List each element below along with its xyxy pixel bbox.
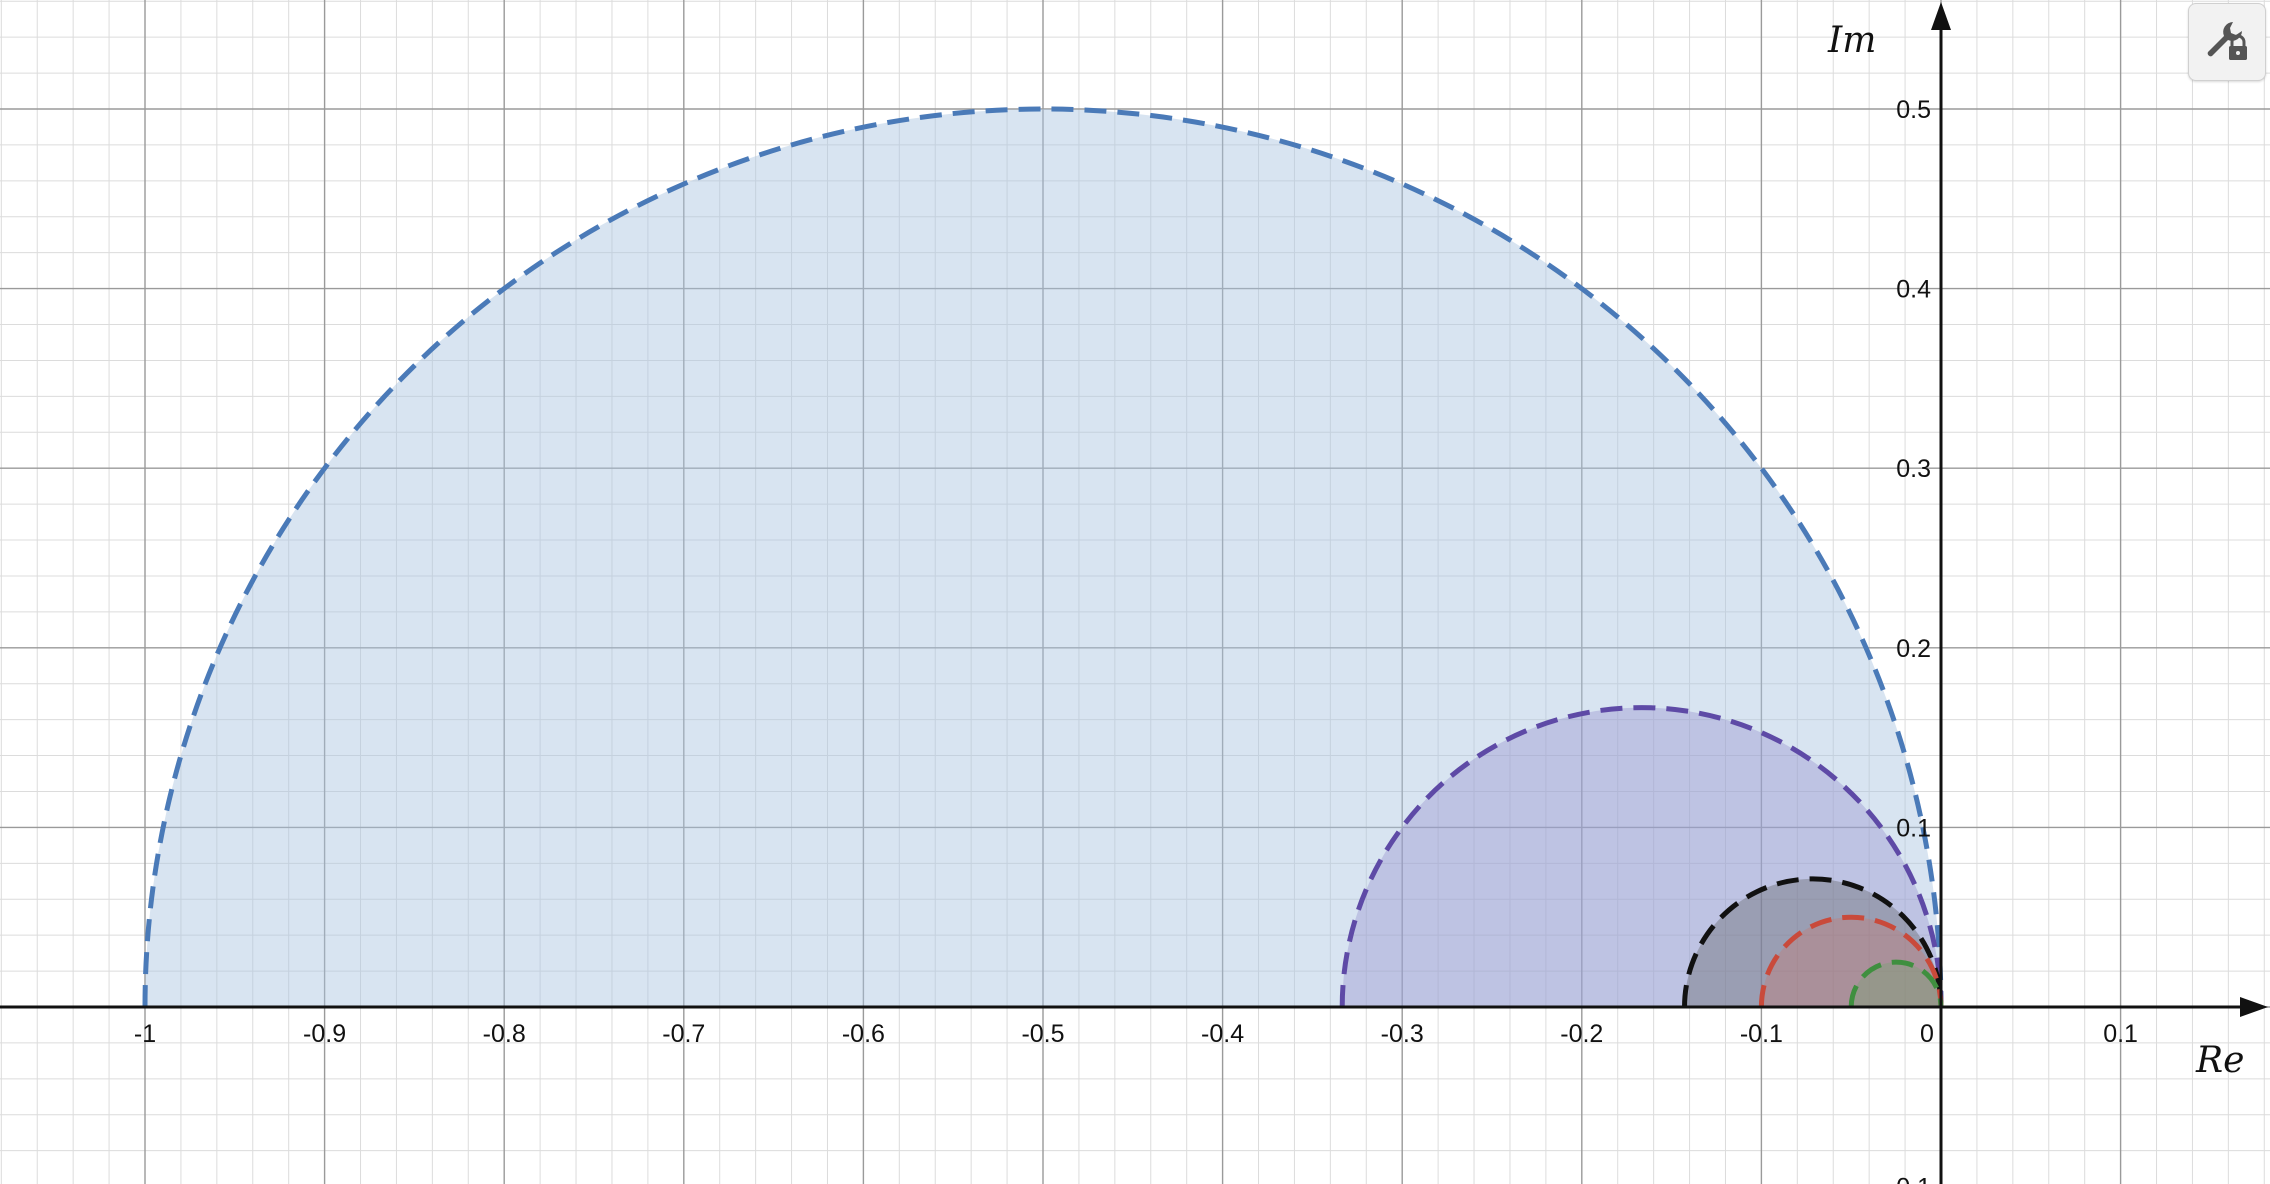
x-axis-label: Re <box>2195 1040 2244 1081</box>
semicircle-regions <box>142 106 1944 1008</box>
x-tick-label: -0.3 <box>1381 1020 1424 1048</box>
x-tick-label: -0.8 <box>483 1020 526 1048</box>
x-tick-label: 0.1 <box>2103 1020 2138 1048</box>
y-tick-label: 0.2 <box>1896 635 1931 663</box>
y-tick-label: 0.5 <box>1896 96 1931 124</box>
x-tick-label: -0.1 <box>1740 1020 1783 1048</box>
wrench-lock-icon <box>2207 22 2247 60</box>
y-axis-arrow <box>1931 2 1951 30</box>
x-tick-label: -1 <box>134 1020 156 1048</box>
boundary-curve-2[interactable] <box>1339 705 1944 1008</box>
y-tick-label: 0.3 <box>1896 455 1931 483</box>
region-fill-3 <box>1684 878 1941 1007</box>
y-axis-label: Im <box>1827 20 1876 61</box>
x-tick-label: -0.5 <box>1021 1020 1064 1048</box>
region-fill-1 <box>145 109 1941 1007</box>
x-tick-label: -0.2 <box>1560 1020 1603 1048</box>
x-tick-label: -0.9 <box>303 1020 346 1048</box>
x-axis-arrow <box>2240 997 2268 1017</box>
y-tick-label: -0.1 <box>1888 1174 1931 1184</box>
graph-settings-button[interactable] <box>2188 3 2266 81</box>
region-fill-2 <box>1342 707 1941 1007</box>
x-tick-label: 0 <box>1920 1020 1934 1048</box>
region-fill-5 <box>1851 962 1941 1007</box>
boundary-curve-5[interactable] <box>1848 959 1944 1008</box>
x-tick-label: -0.7 <box>662 1020 705 1048</box>
boundary-curve-4[interactable] <box>1758 914 1944 1008</box>
region-fill-4 <box>1761 917 1941 1007</box>
y-tick-label: 0.4 <box>1896 276 1931 304</box>
x-tick-label: -0.6 <box>842 1020 885 1048</box>
tick-labels: -1 -0.9 -0.8 -0.7 -0.6 -0.5 -0.4 -0.3 -0.2 -0.1 0 0… <box>134 96 2138 1184</box>
y-tick-label: 0.1 <box>1896 814 1931 842</box>
x-tick-label: -0.4 <box>1201 1020 1244 1048</box>
boundary-curve-3[interactable] <box>1682 876 1944 1008</box>
